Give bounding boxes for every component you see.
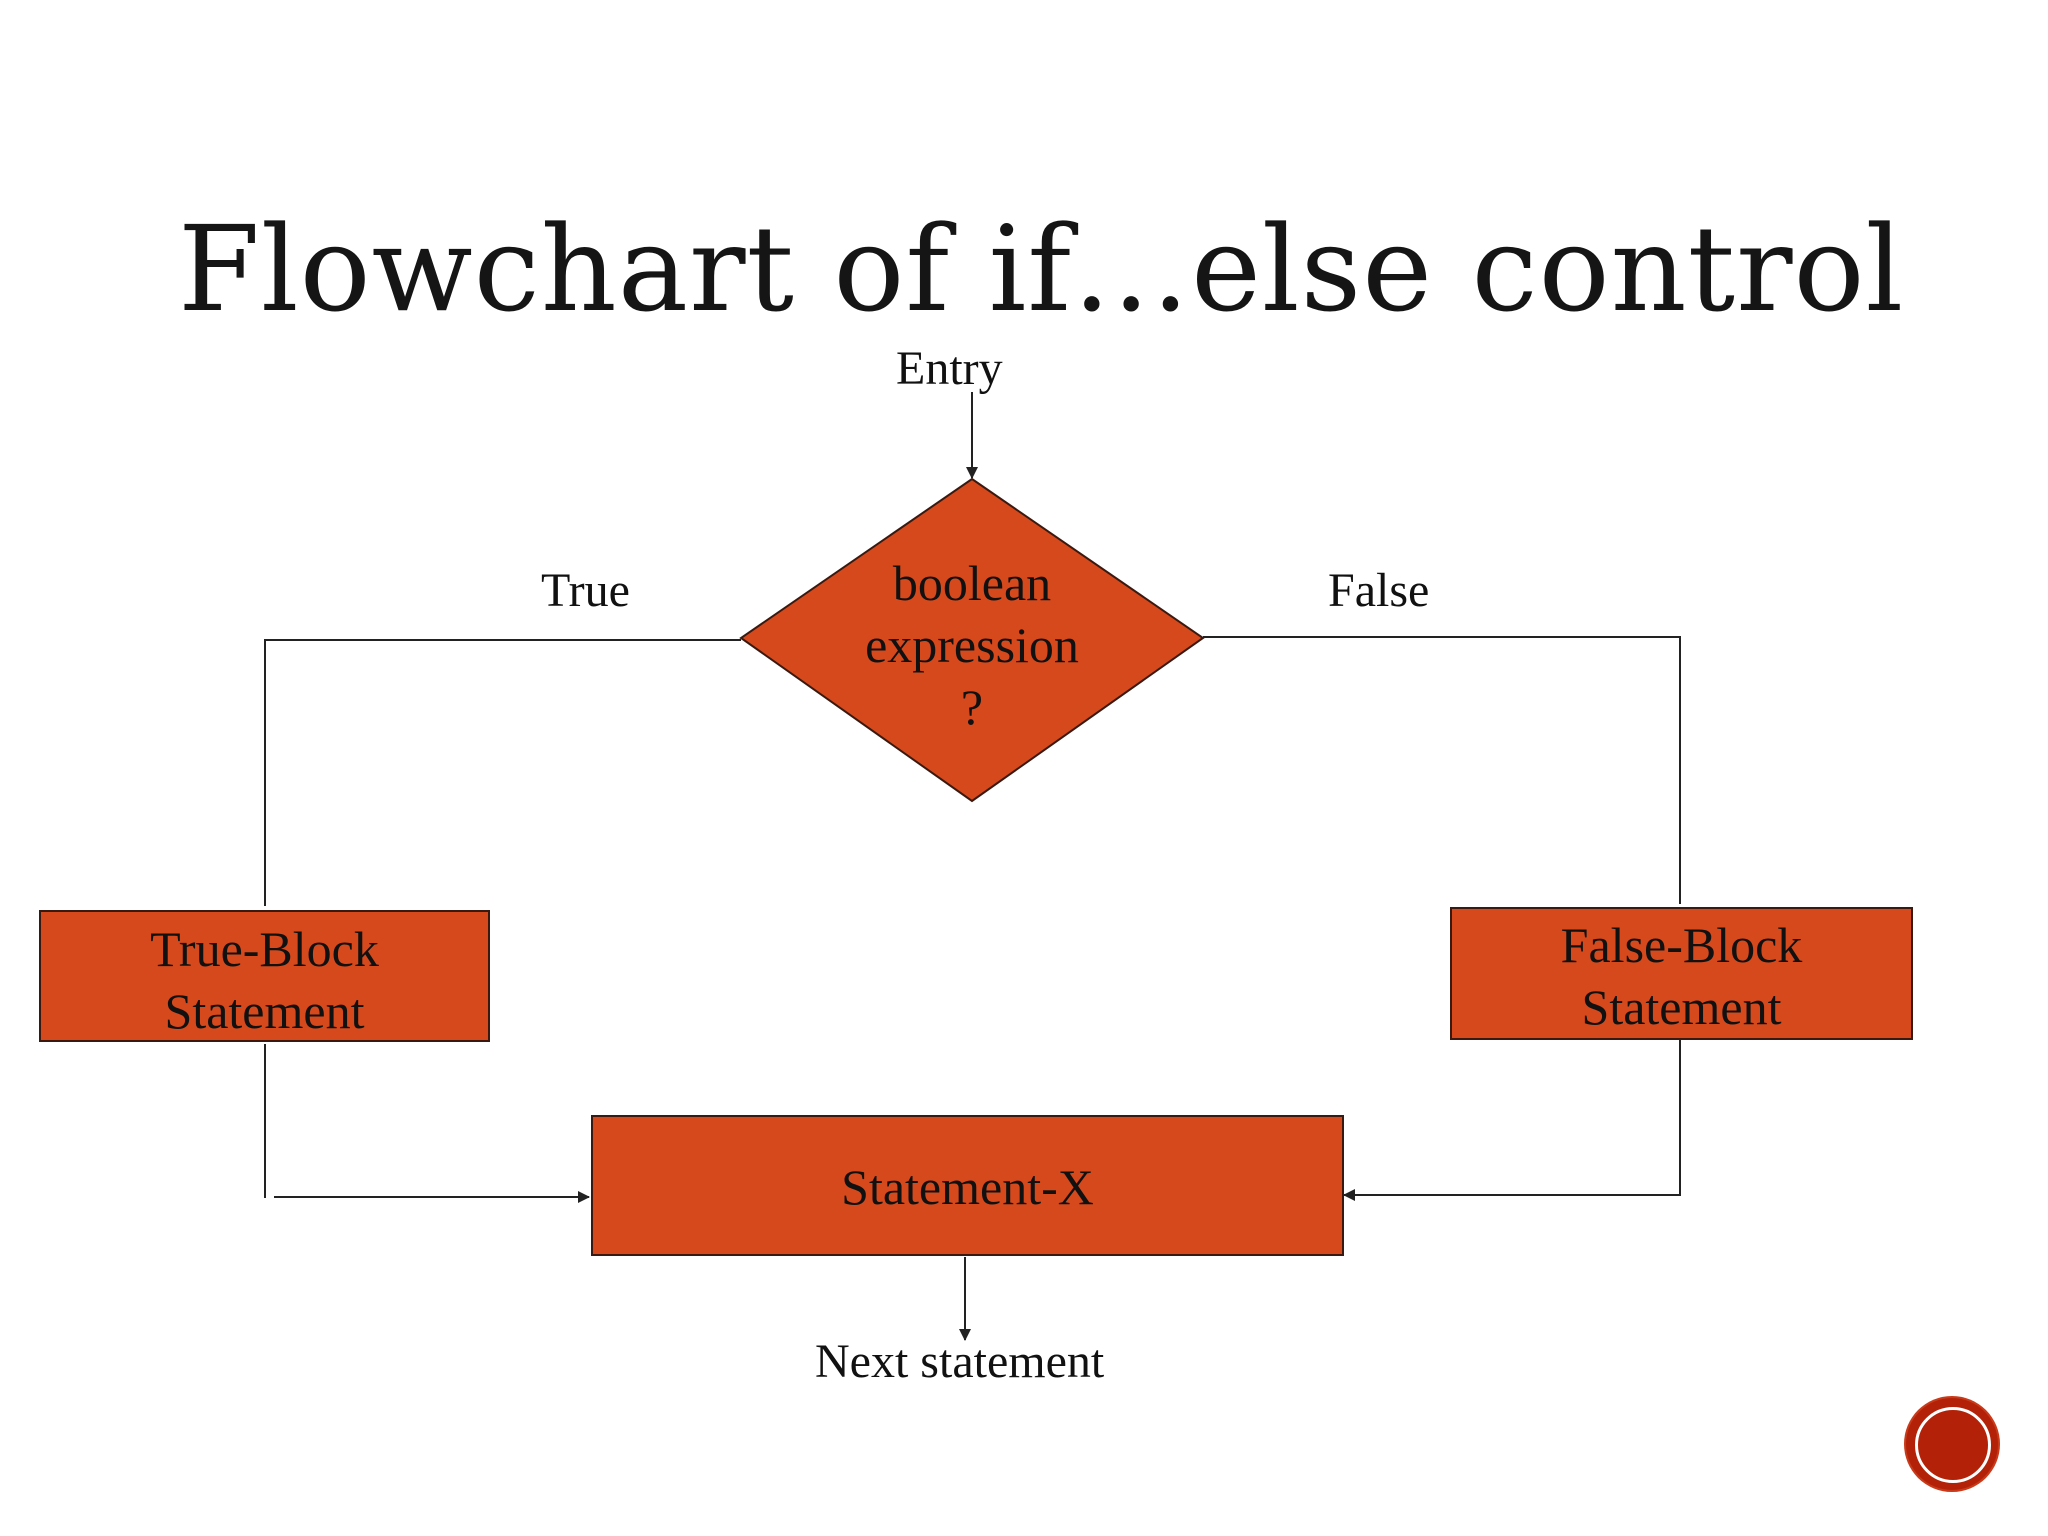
slide-title: Flowchart of if…else control bbox=[178, 200, 1905, 338]
false-block-line-2: Statement bbox=[1581, 979, 1782, 1035]
decision-diamond bbox=[739, 477, 1205, 803]
decision-line-1: boolean bbox=[892, 555, 1052, 611]
decision-text: boolean expression ? bbox=[812, 552, 1132, 738]
true-block-line-2: Statement bbox=[164, 983, 365, 1039]
true-block-text: True-Block Statement bbox=[40, 918, 489, 1042]
next-statement-label: Next statement bbox=[815, 1335, 1105, 1388]
nav-button[interactable] bbox=[1906, 1398, 1998, 1490]
circle-nav-icon bbox=[1915, 1407, 1991, 1483]
false-block-line-1: False-Block bbox=[1560, 917, 1803, 973]
false-label: False bbox=[1328, 564, 1430, 617]
statement-x-text: Statement-X bbox=[841, 1159, 1094, 1215]
statement-x-box bbox=[591, 1115, 1344, 1256]
true-block-box bbox=[39, 910, 490, 1042]
false-to-statement-x-arrow bbox=[1343, 1039, 1681, 1201]
true-block-line-1: True-Block bbox=[150, 921, 379, 977]
entry-label: Entry bbox=[896, 342, 1003, 395]
true-branch-connector bbox=[264, 639, 741, 906]
false-block-box bbox=[1450, 907, 1913, 1040]
decision-line-3: ? bbox=[960, 679, 984, 735]
true-label: True bbox=[541, 564, 630, 617]
false-block-text: False-Block Statement bbox=[1451, 914, 1912, 1038]
decision-line-2: expression bbox=[865, 617, 1079, 673]
false-branch-connector bbox=[1203, 636, 1681, 904]
